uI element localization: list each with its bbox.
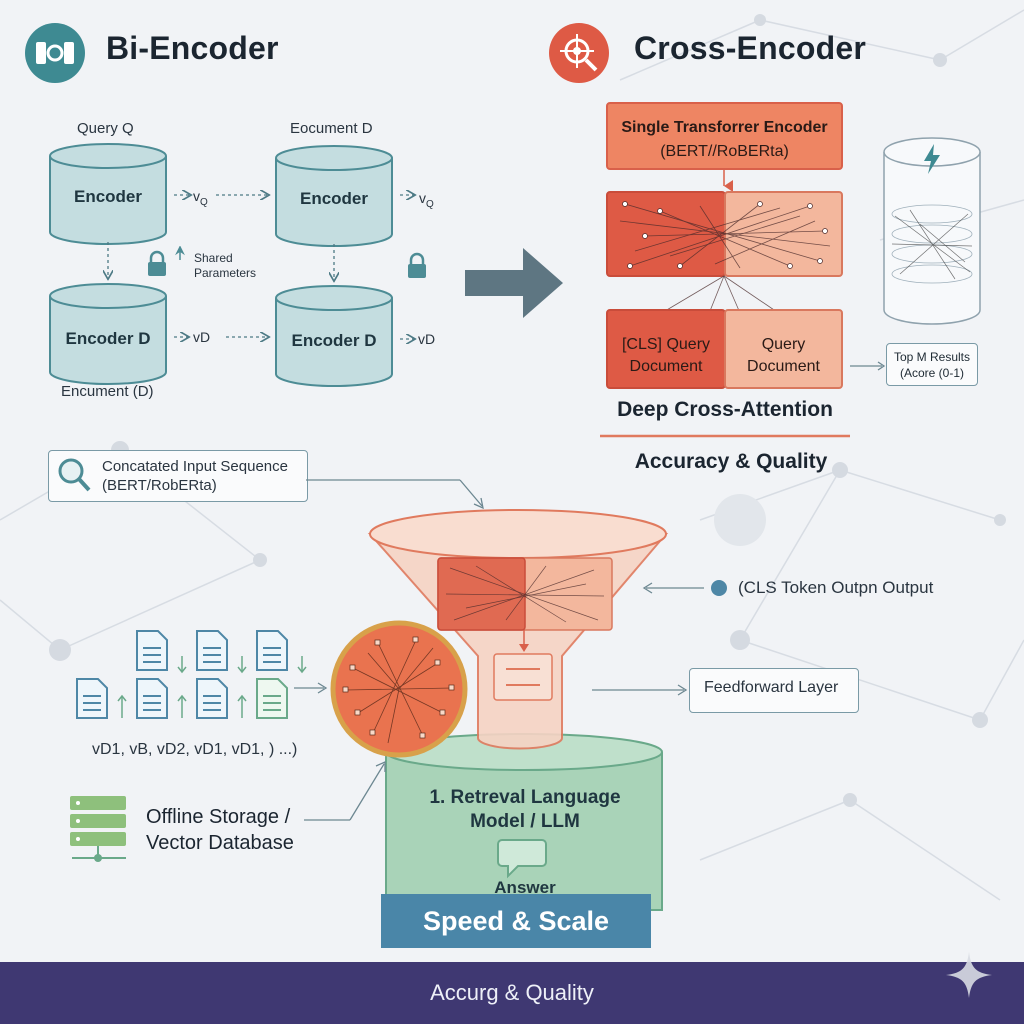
cls-token-arrow <box>642 582 704 594</box>
vector-cylinder-diagram <box>883 137 981 325</box>
vd-label-left: vD <box>193 329 211 345</box>
sparkle-icon <box>946 952 992 998</box>
concat-arrow <box>306 479 484 510</box>
single-encoder-label: Single Transforrer Encoder (BERT//RoBERt… <box>621 119 828 160</box>
speed-scale-bar: Speed & Scale <box>381 894 651 948</box>
document-encoder: Encoder <box>299 189 369 208</box>
bi-encoder-icon <box>25 23 85 83</box>
chat-bubble-icon <box>497 839 547 879</box>
transition-arrow <box>465 248 563 318</box>
cross-encoder-title: Cross-Encoder <box>634 30 866 66</box>
bi-encoder-diagram <box>49 143 470 387</box>
feedforward-box: Feedforward Layer <box>689 668 859 713</box>
document-grid <box>76 630 328 719</box>
shared-parameters-icon <box>175 246 185 260</box>
query-encoder: Encoder <box>73 187 143 206</box>
concat-input-label: Concatated Input Sequence(BERT/RobERta) <box>102 458 288 494</box>
top-m-results: Top M Results(Acore (0-1) <box>886 343 978 386</box>
cls-token-dot <box>711 580 727 596</box>
node-network-circle <box>330 620 468 758</box>
topm-arrow <box>850 361 886 371</box>
search-icon <box>58 458 91 492</box>
accuracy-quality-label: Accuracy & Quality <box>634 450 828 473</box>
vectors-label: vD1, vB, vD2, vD1, vD1, ) ...) <box>92 741 298 758</box>
offline-storage-label: Offline Storage /Vector Database <box>146 806 294 854</box>
query-label: Query Q <box>77 120 134 137</box>
cross-encoder-diagram <box>600 102 850 438</box>
lock-icon <box>148 250 166 276</box>
encoder-d-left: Encoder D <box>65 329 151 348</box>
crosshair-icon <box>549 23 609 83</box>
lightning-icon <box>924 144 940 174</box>
storage-arrow <box>304 760 386 821</box>
lock-icon <box>408 252 426 278</box>
vd-label-right: vD <box>418 331 436 347</box>
feedforward-arrow <box>592 684 688 696</box>
vq-label-right: vQ <box>419 190 434 210</box>
bi-encoder-title: Bi-Encoder <box>106 30 279 66</box>
funnel <box>367 509 669 750</box>
vq-label-left: vQ <box>193 188 208 208</box>
cls-token-label: (CLS Token Outpn Output <box>738 578 934 597</box>
answer-label: Answer <box>494 878 556 894</box>
bottom-caption: Encument (D) <box>61 383 154 400</box>
footer-bar: Accurg & Quality <box>0 962 1024 1024</box>
concat-input-box <box>48 450 308 502</box>
encoder-d-right: Encoder D <box>291 331 377 350</box>
document-label: Eocument D <box>290 120 373 137</box>
deep-cross-attention: Deep Cross-Attention <box>617 398 833 421</box>
server-icon <box>70 796 126 862</box>
